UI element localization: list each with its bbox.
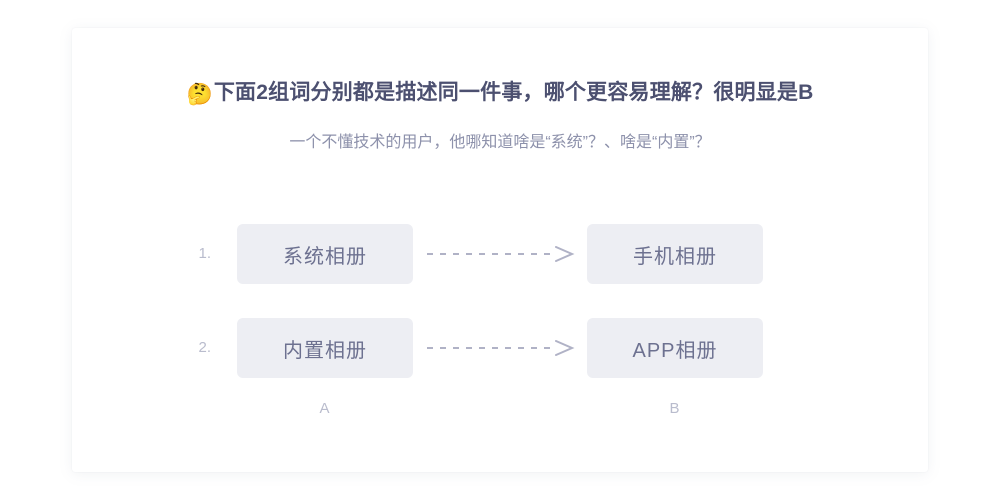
row-number: 2. — [198, 339, 211, 356]
comparison-row: 2. 内置相册 APP相册 — [72, 318, 928, 378]
term-box-right: 手机相册 — [587, 224, 763, 284]
content-card: 🤔下面2组词分别都是描述同一件事，哪个更容易理解？很明显是B 一个不懂技术的用户… — [72, 28, 928, 472]
dashed-arrow-right-icon — [427, 340, 575, 356]
term-box-right: APP相册 — [587, 318, 763, 378]
column-label-b: B — [669, 400, 681, 417]
term-box-left: 系统相册 — [237, 224, 413, 284]
page-title-text: 下面2组词分别都是描述同一件事，哪个更容易理解？很明显是B — [213, 81, 814, 104]
page-title: 🤔下面2组词分别都是描述同一件事，哪个更容易理解？很明显是B — [72, 76, 928, 107]
term-box-left: 内置相册 — [237, 318, 413, 378]
page-subtitle: 一个不懂技术的用户，他哪知道啥是“系统”？、啥是“内置”？ — [289, 134, 711, 151]
thinking-face-emoji: 🤔 — [186, 83, 213, 106]
row-number: 1. — [198, 245, 211, 262]
column-label-a: A — [319, 400, 331, 417]
comparison-row: 1. 系统相册 手机相册 — [72, 224, 928, 284]
dashed-arrow-right-icon — [427, 246, 575, 262]
